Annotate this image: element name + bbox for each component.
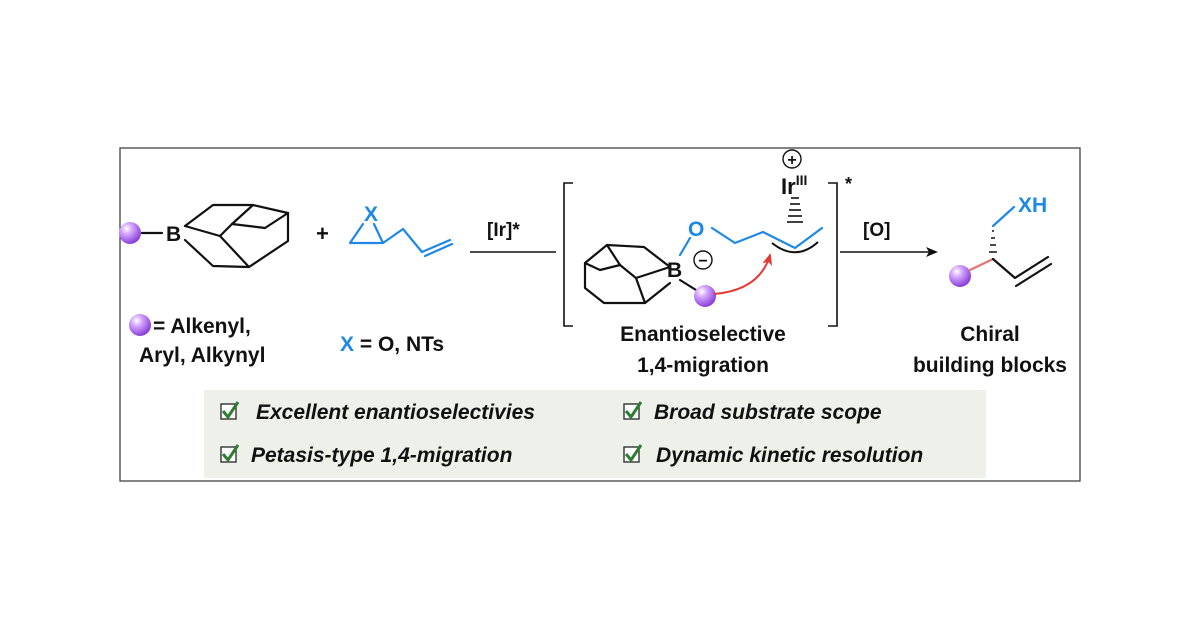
- oxygen-label: O: [688, 218, 704, 241]
- oxidation-state: III: [796, 172, 808, 188]
- intermediate-star: *: [845, 174, 852, 194]
- check-mark-icon: [624, 444, 643, 463]
- legend-substituent-line2: Aryl, Alkynyl: [139, 344, 265, 367]
- feature-item-4: Dynamic kinetic resolution: [623, 444, 923, 467]
- boron-atom-label: B: [166, 223, 181, 246]
- feature-label: Dynamic kinetic resolution: [656, 444, 923, 467]
- feature-label: Petasis-type 1,4-migration: [251, 444, 512, 467]
- product-xh-label: XH: [1018, 194, 1047, 217]
- intermediate-caption-line2: 1,4-migration: [637, 354, 769, 377]
- check-mark-icon: [624, 401, 643, 420]
- migration-arrow: [713, 253, 773, 295]
- anion-charge-sign: −: [698, 253, 707, 270]
- feature-item-1: Excellent enantioselectivies: [220, 401, 535, 424]
- features-panel: [204, 390, 986, 478]
- check-mark-icon: [221, 444, 240, 463]
- feature-label: Broad substrate scope: [654, 401, 882, 424]
- heteroatom-x-label: X: [364, 203, 378, 226]
- pi-allyl-arc: [771, 241, 819, 254]
- feature-item-3: Petasis-type 1,4-migration: [220, 444, 512, 467]
- bracket-right: [828, 182, 838, 327]
- cation-charge-sign: +: [787, 152, 796, 169]
- legend-x: X = O, NTs: [340, 333, 444, 356]
- oxidation-label: [O]: [863, 220, 890, 241]
- boronate-intermediate: B − O IrIII +: [583, 149, 824, 307]
- chiral-product: XH: [949, 194, 1053, 288]
- plus-sign: +: [316, 221, 329, 246]
- legend-substituent-line1: = Alkenyl,: [153, 315, 251, 338]
- cation-charge-circle: [782, 149, 802, 169]
- legend-substituent-sphere: [129, 314, 151, 336]
- product-caption-line2: building blocks: [913, 354, 1067, 377]
- intermediate-caption-line1: Enantioselective: [620, 323, 786, 346]
- vinyl-heterocycle: X: [348, 203, 454, 258]
- check-mark-icon: [221, 401, 240, 420]
- catalyst-label: [Ir]*: [487, 220, 520, 241]
- boron-reagent: B: [119, 203, 290, 269]
- feature-label: Excellent enantioselectivies: [256, 401, 535, 424]
- substituent-sphere: [119, 222, 141, 244]
- product-caption-line1: Chiral: [960, 323, 1020, 346]
- migrating-group-sphere: [694, 285, 716, 307]
- product-substituent-sphere: [949, 265, 971, 287]
- anion-charge-circle: [693, 250, 713, 270]
- bracket-left: [563, 182, 573, 327]
- intermediate-boron-label: B: [667, 259, 682, 282]
- feature-item-2: Broad substrate scope: [623, 401, 882, 424]
- iridium-label: IrIII: [781, 172, 807, 199]
